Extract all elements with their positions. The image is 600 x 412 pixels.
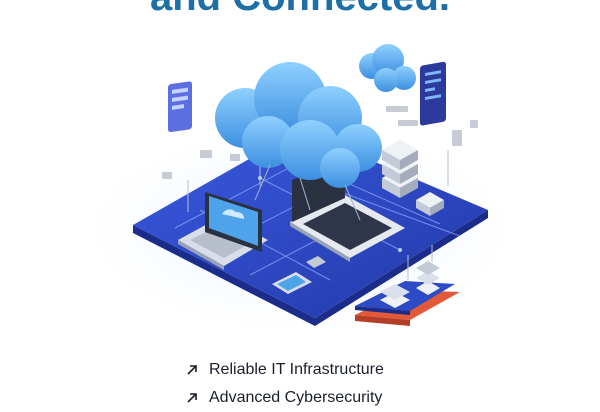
cloud-icon — [215, 62, 382, 188]
phone-icon — [420, 61, 446, 126]
cloud-connectors — [254, 164, 361, 221]
server-rack-icon — [382, 140, 418, 198]
feature-list: Reliable IT Infrastructure Advanced Cybe… — [185, 356, 505, 412]
arrow-up-right-icon — [185, 391, 199, 405]
cloud-network-illustration — [70, 44, 530, 340]
server-rack-icon — [416, 192, 444, 216]
arrow-up-right-icon — [185, 363, 199, 377]
floating-ui-cards — [162, 106, 478, 179]
cloud-icon — [359, 44, 416, 92]
feature-item: Reliable IT Infrastructure — [185, 356, 505, 384]
feature-label: Advanced Cybersecurity — [209, 389, 383, 406]
feature-item: Advanced Cybersecurity — [185, 384, 505, 412]
server-dock — [355, 245, 460, 326]
tablet-icon — [272, 272, 312, 294]
laptop-icon — [178, 192, 268, 270]
page-headline: and Connected. — [0, 0, 600, 17]
phone-icon — [306, 256, 326, 268]
phone-icon — [168, 81, 192, 132]
feature-label: Reliable IT Infrastructure — [209, 361, 384, 378]
